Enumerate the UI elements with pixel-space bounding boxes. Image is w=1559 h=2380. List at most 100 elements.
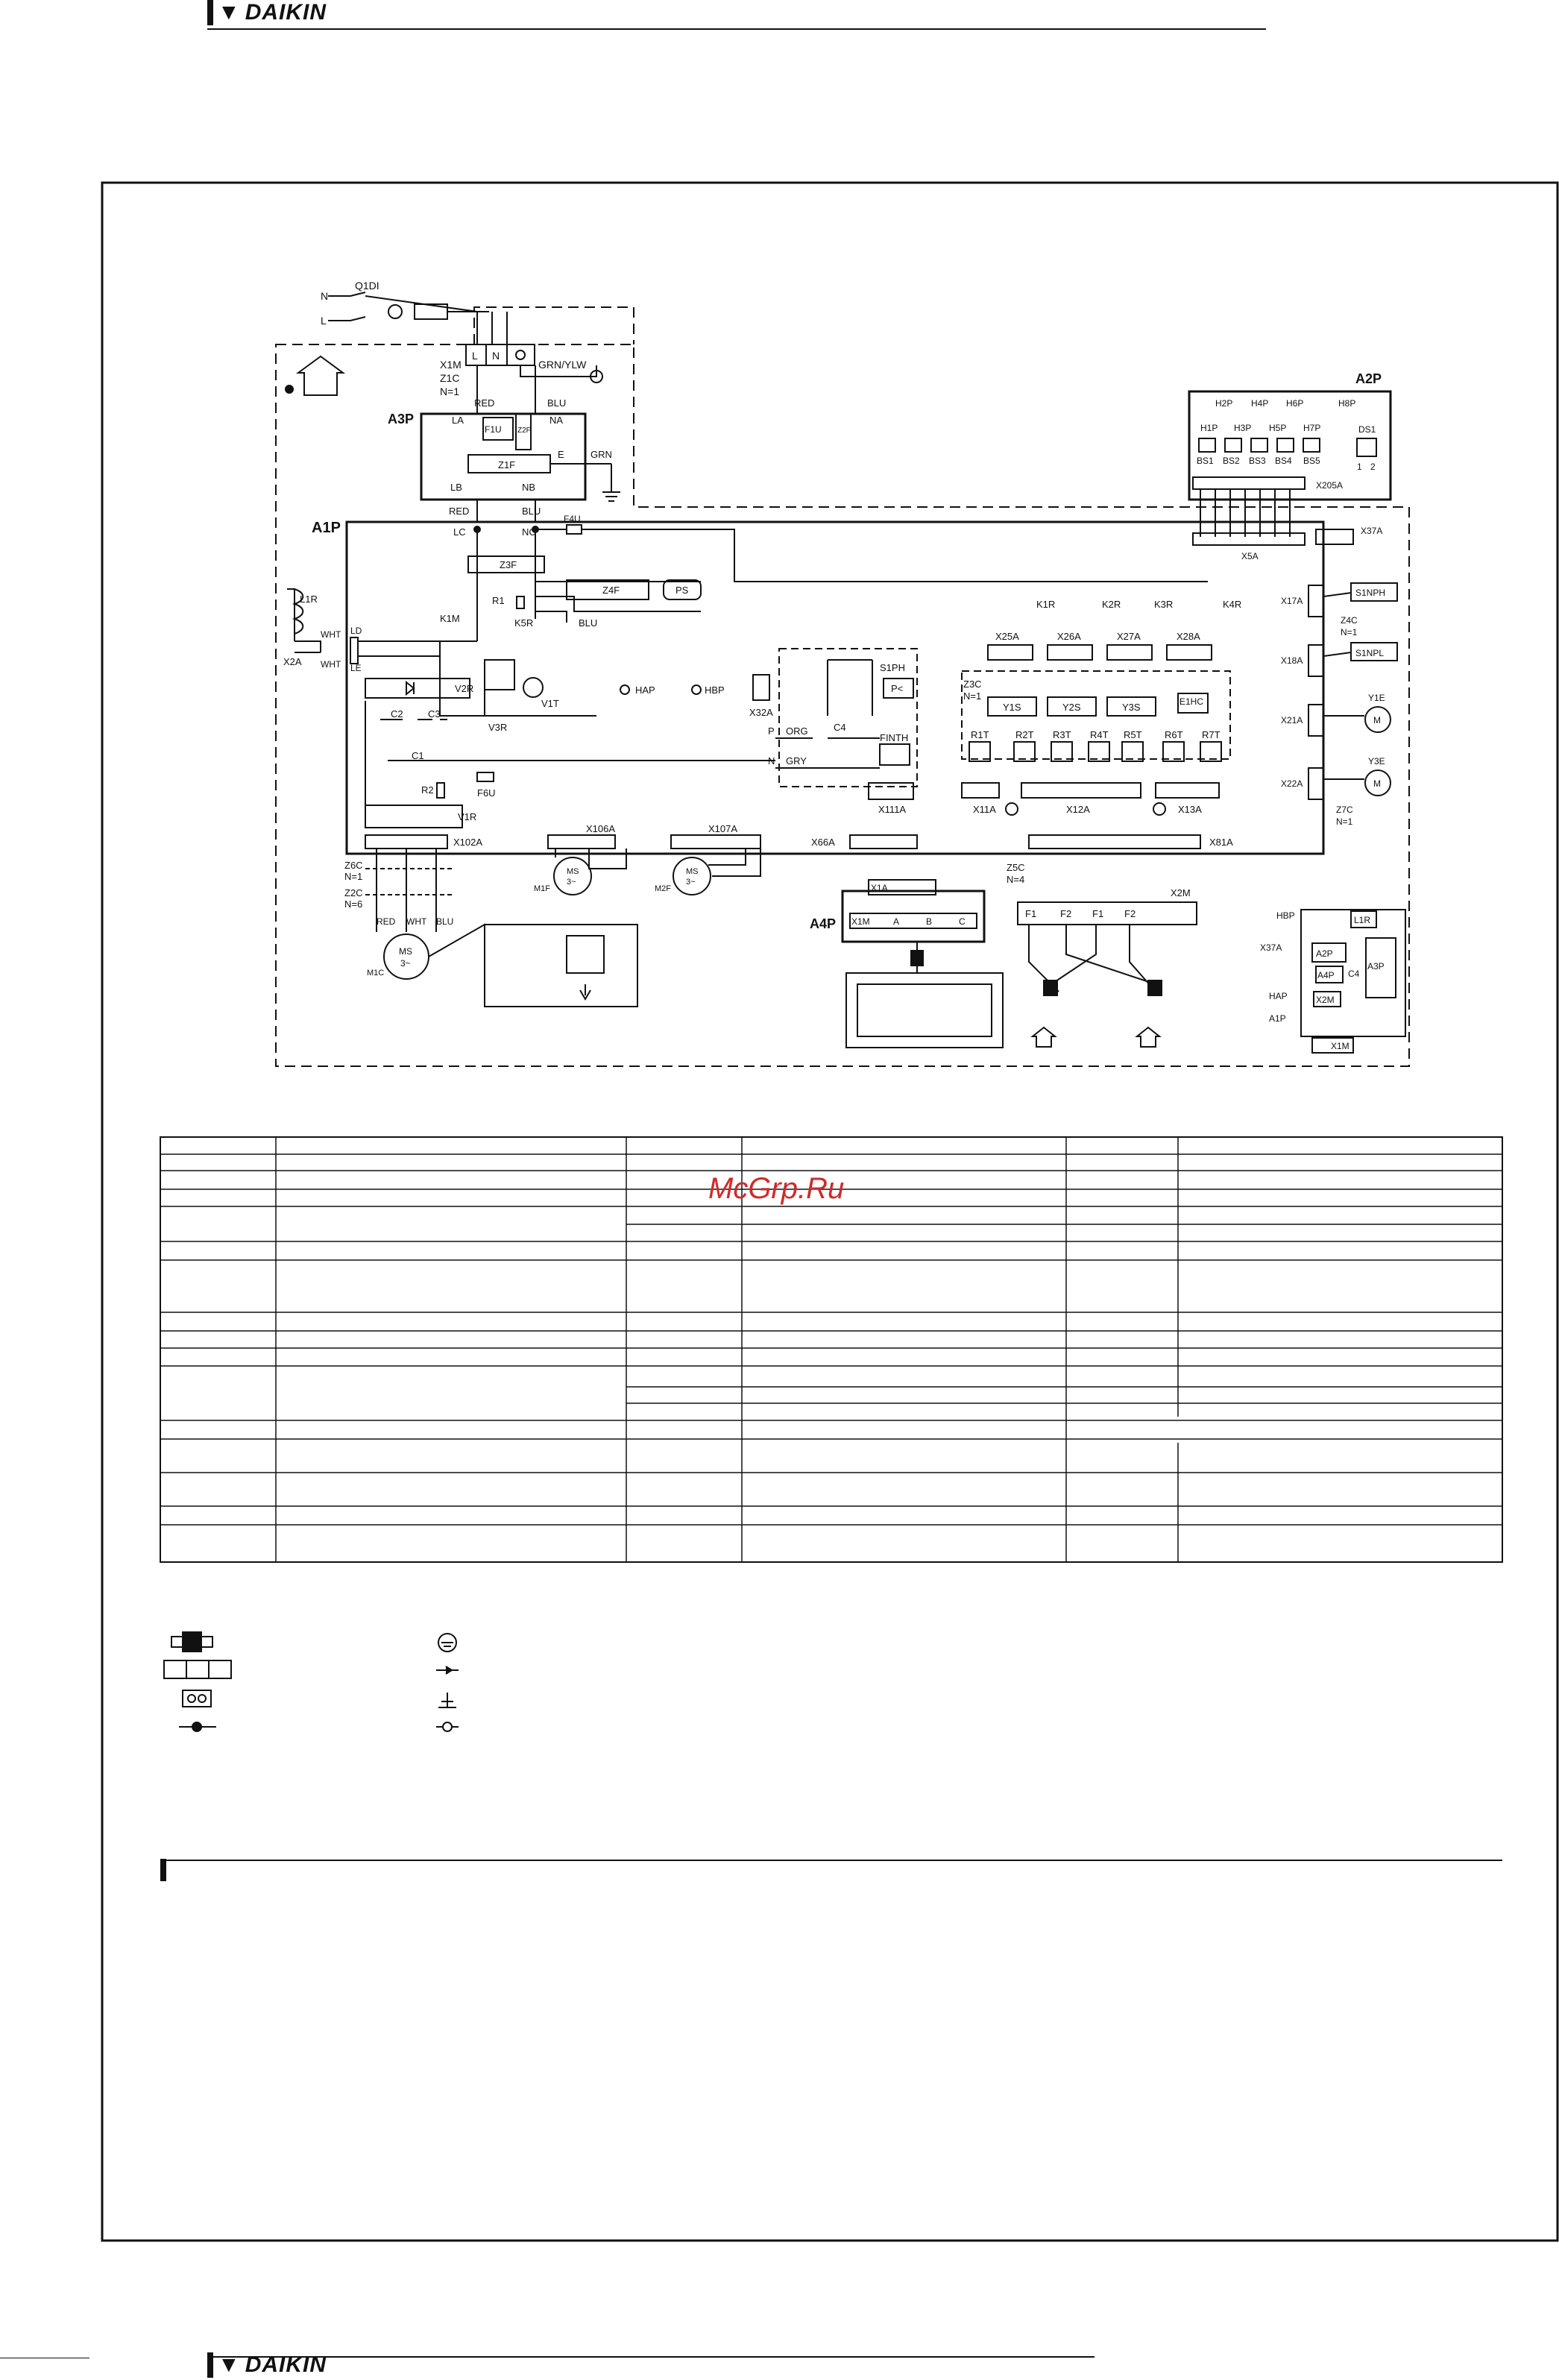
watermark: McGrp.Ru <box>708 1172 845 1205</box>
svg-text:X102A: X102A <box>453 837 482 848</box>
svg-text:A4P: A4P <box>1317 970 1335 980</box>
svg-text:HBP: HBP <box>705 684 725 696</box>
label-l: L <box>321 315 327 327</box>
svg-text:H3P: H3P <box>1234 423 1251 433</box>
l1r-reactor <box>287 588 304 641</box>
svg-text:L: L <box>472 350 478 362</box>
svg-text:RED: RED <box>449 506 469 517</box>
svg-text:R2T: R2T <box>1015 729 1034 740</box>
svg-text:F6U: F6U <box>477 787 496 799</box>
valve-motor-y1e <box>1364 706 1391 733</box>
svg-text:HBP: HBP <box>1276 910 1295 921</box>
svg-text:R3T: R3T <box>1053 729 1071 740</box>
svg-text:S1NPH: S1NPH <box>1355 588 1385 598</box>
unit-boundary <box>275 344 1410 1067</box>
outdoor-house-icon <box>1030 1026 1057 1048</box>
label-a2p: A2P <box>1355 371 1382 386</box>
svg-text:K4R: K4R <box>1223 599 1241 610</box>
a4p-board <box>841 890 986 943</box>
svg-text:N=1: N=1 <box>963 690 981 702</box>
protective-earth-icon <box>438 1633 457 1652</box>
a1p-board <box>345 520 1325 855</box>
terminal-strip-symbol <box>163 1660 232 1679</box>
svg-text:Y2S: Y2S <box>1062 702 1081 713</box>
svg-text:H7P: H7P <box>1303 423 1320 433</box>
logo-triangle-icon: ▼ <box>218 2352 241 2377</box>
svg-text:BS2: BS2 <box>1223 456 1240 466</box>
svg-text:S1PH: S1PH <box>880 662 905 673</box>
svg-text:WHT: WHT <box>321 629 341 640</box>
svg-text:H6P: H6P <box>1286 398 1303 409</box>
svg-text:WHT: WHT <box>321 659 341 670</box>
fan-motor-m2f <box>673 857 711 895</box>
svg-text:LB: LB <box>450 482 462 493</box>
label-x1m: X1M <box>440 359 462 371</box>
svg-text:R5T: R5T <box>1124 729 1142 740</box>
svg-text:K3R: K3R <box>1154 599 1173 610</box>
svg-text:E: E <box>558 449 564 460</box>
a3p-board <box>420 412 587 501</box>
svg-text:3~: 3~ <box>686 878 696 887</box>
svg-text:X2A: X2A <box>283 656 302 667</box>
svg-text:LC: LC <box>453 526 466 538</box>
svg-text:C2: C2 <box>391 708 403 720</box>
svg-text:F4U: F4U <box>564 514 581 524</box>
svg-text:MS: MS <box>399 946 412 957</box>
svg-text:X26A: X26A <box>1057 631 1081 642</box>
svg-text:Z2C: Z2C <box>344 887 363 898</box>
svg-text:Z3F: Z3F <box>500 559 517 570</box>
svg-text:P<: P< <box>891 683 903 694</box>
footer-brand: DAIKIN <box>245 2352 327 2377</box>
svg-text:F2: F2 <box>1124 908 1136 919</box>
symbol-legend <box>163 1631 459 1732</box>
svg-text:A: A <box>893 916 899 927</box>
svg-text:Z3C: Z3C <box>963 679 982 690</box>
push-buttons <box>1198 438 1320 453</box>
svg-text:Z1F: Z1F <box>498 459 515 470</box>
svg-text:X1M: X1M <box>1331 1041 1349 1051</box>
svg-text:BLU: BLU <box>547 397 566 409</box>
label-n: N <box>321 290 328 302</box>
field-wiring-symbol <box>436 1666 459 1675</box>
compressor-motor <box>383 934 429 980</box>
svg-text:V1T: V1T <box>541 698 559 709</box>
svg-text:X66A: X66A <box>811 837 835 848</box>
svg-text:N=1: N=1 <box>1341 627 1358 638</box>
svg-text:LD: LD <box>350 626 362 636</box>
svg-text:K1M: K1M <box>440 613 460 624</box>
svg-text:Z5C: Z5C <box>1007 862 1025 873</box>
connector-symbol <box>171 1631 213 1652</box>
indoor-house-icon <box>1135 1026 1162 1048</box>
svg-text:P: P <box>768 725 775 737</box>
svg-text:M: M <box>1373 715 1381 725</box>
svg-text:R6T: R6T <box>1165 729 1183 740</box>
svg-text:X37A: X37A <box>1260 942 1282 953</box>
svg-text:L1R: L1R <box>300 594 318 605</box>
svg-text:3~: 3~ <box>400 958 411 969</box>
fan-motor-m1f <box>553 857 592 895</box>
svg-text:LE: LE <box>350 663 362 673</box>
svg-text:X17A: X17A <box>1281 596 1303 606</box>
svg-text:M1F: M1F <box>534 884 550 893</box>
noiseless-earth-icon <box>438 1693 456 1708</box>
svg-text:V1R: V1R <box>458 811 476 822</box>
svg-text:HAP: HAP <box>1269 991 1288 1001</box>
logo-bar <box>207 2352 213 2378</box>
svg-text:X13A: X13A <box>1178 804 1202 815</box>
svg-text:V2R: V2R <box>455 683 473 694</box>
label-grn-ylw: GRN/YLW <box>538 359 587 371</box>
svg-text:X11A: X11A <box>973 804 996 815</box>
svg-text:E1HC: E1HC <box>1180 696 1203 707</box>
svg-text:F1U: F1U <box>485 424 502 435</box>
svg-text:X81A: X81A <box>1209 837 1233 848</box>
svg-text:N=1: N=1 <box>1336 816 1353 827</box>
label-z1c: Z1C <box>440 372 459 384</box>
svg-text:1: 1 <box>1357 462 1362 472</box>
svg-text:X37A: X37A <box>1361 526 1382 536</box>
svg-text:F2: F2 <box>1060 908 1071 919</box>
section-marker <box>160 1859 166 1881</box>
svg-text:F1: F1 <box>1025 908 1036 919</box>
label-a1p: A1P <box>312 520 341 536</box>
svg-text:FINTH: FINTH <box>880 732 908 743</box>
svg-text:BS3: BS3 <box>1249 456 1266 466</box>
